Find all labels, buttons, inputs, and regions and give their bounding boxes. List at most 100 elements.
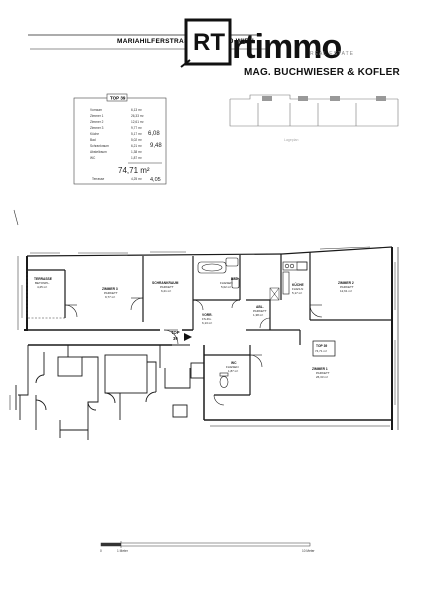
room-schrankraum: SCHRANKRAUM PARKETT 6,21 m² [152, 281, 179, 293]
washing-machine [231, 277, 240, 289]
row-room: Zimmer 2 [90, 120, 104, 124]
scale-start: 0 [100, 549, 102, 553]
room-floor: FLIESEN [226, 365, 239, 369]
interior-walls [27, 252, 392, 396]
room-vorraum: VORR. FS.ZG. 6,13 m² [202, 313, 213, 325]
room-name: SCHRANKRAUM [152, 281, 179, 285]
room-area: 9,77 m² [105, 295, 115, 299]
room-name: ZIMMER 3 [102, 287, 118, 291]
unit-tag-top: TOP 39 [316, 344, 327, 348]
room-name: ZIMMER 2 [338, 281, 354, 285]
scale-mid: 1 Meter [117, 549, 129, 553]
room-floor: FS.ZG. [202, 317, 212, 321]
room-name: WC [231, 361, 237, 365]
room-area: 6,21 m² [161, 289, 171, 293]
stairwell [9, 209, 19, 410]
row-area: 5,17 m² [131, 132, 142, 136]
unit-badge [106, 93, 128, 102]
room-bad: BAD FLIESEN 5,02 m² [220, 277, 239, 289]
row-room: Zimmer 3 [90, 126, 104, 130]
agency-name: MAG. BUCHWIESER & KOFLER [244, 67, 400, 78]
terrace-label: Terrasse [92, 177, 104, 181]
room-area: 4,25 m² [37, 285, 47, 289]
room-area: 5,17 m² [292, 291, 302, 295]
room-name: ZIMMER 1 [312, 367, 328, 371]
row-room: Abstellraum [90, 150, 107, 154]
room-name: KÜCHE [292, 283, 305, 287]
entrance-top: TOP [171, 330, 180, 335]
room-floor: FLIESEN [220, 281, 233, 285]
room-area: 6,13 m² [202, 321, 212, 325]
keyplan-caption: Lageplan [284, 138, 298, 142]
terrace-outline [26, 270, 65, 319]
room-terrace: TERRASSE BETONPL. 4,25 m² [34, 277, 53, 289]
bathtub [197, 261, 227, 274]
room-area: 1,87 m² [228, 369, 238, 373]
row-room: Küche [90, 132, 99, 136]
outer-walls [17, 246, 399, 430]
room-floor: PARKETT [253, 309, 267, 313]
unit-tag: TOP 39 74,71 m² [312, 340, 336, 357]
scale-bar: 0 1 Meter 10 Meter [100, 541, 316, 553]
row-area: 6,13 m² [131, 108, 142, 112]
terrace-note: 4,05 [150, 177, 161, 183]
room-area: 12,61 m² [340, 289, 352, 293]
room-kueche: KÜCHE FLIES.N 5,17 m² [292, 283, 305, 295]
scale-end: 10 Meter [302, 549, 316, 553]
kitchen-fixtures [282, 261, 308, 295]
room-zimmer-3: ZIMMER 3 PARKETT 9,77 m² [102, 287, 118, 299]
area-rows: Vorraum 6,13 m² Zimmer 1 26,33 m² Zimmer… [90, 108, 144, 160]
logo-letters: RT [193, 29, 225, 56]
room-name: BAD [231, 277, 239, 281]
room-zimmer-2: ZIMMER 2 PARKETT 12,61 m² [338, 281, 354, 293]
key-plan: Lageplan [229, 94, 399, 142]
floor-plan: TERRASSE BETONPL. 4,25 m² ZIMMER 3 PARKE… [9, 209, 399, 440]
row-area: 5,02 m² [131, 138, 142, 142]
row-room: WC [90, 156, 96, 160]
entrance-arrow-icon [184, 333, 192, 341]
room-name: VORR. [202, 313, 213, 317]
room-area: 26,33 m² [316, 375, 328, 379]
shaft [269, 287, 280, 301]
row-room: Schrankraum [90, 144, 109, 148]
logo-pen-stroke [180, 59, 191, 68]
handwritten-note: 6,08 [148, 131, 160, 137]
entrance-num: 39 [173, 336, 178, 341]
row-room: Vorraum [90, 108, 102, 112]
room-floor: BETONPL. [35, 281, 50, 285]
room-area: 1,38 m² [253, 313, 263, 317]
terrace-area: 4,25 m² [131, 177, 142, 181]
row-area: 26,33 m² [131, 114, 144, 118]
room-floor: FLIES.N [292, 287, 303, 291]
unit-badge-text: TOP 39 [110, 96, 126, 101]
brand-logo: RT [180, 18, 232, 68]
row-room: Zimmer 1 [90, 114, 104, 118]
room-name: TERRASSE [34, 277, 53, 281]
entrance-marker: TOP 39 [171, 330, 192, 341]
room-abstellraum: ABL. PARKETT 1,38 m² [253, 305, 267, 317]
sink [225, 257, 239, 267]
room-wc: WC FLIESEN 1,87 m² [226, 361, 239, 373]
handwritten-note: 9,48 [150, 143, 162, 149]
brand-tagline: REAL ESTATE [310, 51, 354, 57]
row-area: 9,77 m² [131, 126, 142, 130]
row-area: 1,87 m² [131, 156, 142, 160]
area-table: TOP 39 Vorraum 6,13 m² Zimmer 1 26,33 m²… [73, 93, 167, 185]
brand-name: rtimmo [232, 28, 341, 66]
neighbour-units [15, 344, 205, 440]
bath-fixtures [197, 257, 240, 388]
room-zimmer-1: ZIMMER 1 PARKETT 26,33 m² [312, 367, 330, 379]
doors [64, 297, 323, 406]
header: MARIAHILFERSTRASSE 208 - 1150 WIEN RT rt… [28, 18, 400, 78]
room-area: 5,02 m² [221, 285, 231, 289]
row-area: 6,21 m² [131, 144, 142, 148]
room-floor: PARKETT [340, 285, 354, 289]
room-floor: PARKETT [316, 371, 330, 375]
room-floor: PARKETT [104, 291, 118, 295]
room-labels: TERRASSE BETONPL. 4,25 m² ZIMMER 3 PARKE… [34, 277, 354, 379]
toilet [219, 376, 229, 388]
windows [21, 246, 396, 405]
unit-tag-area: 74,71 m² [315, 349, 327, 353]
row-area: 1,38 m² [131, 150, 142, 154]
